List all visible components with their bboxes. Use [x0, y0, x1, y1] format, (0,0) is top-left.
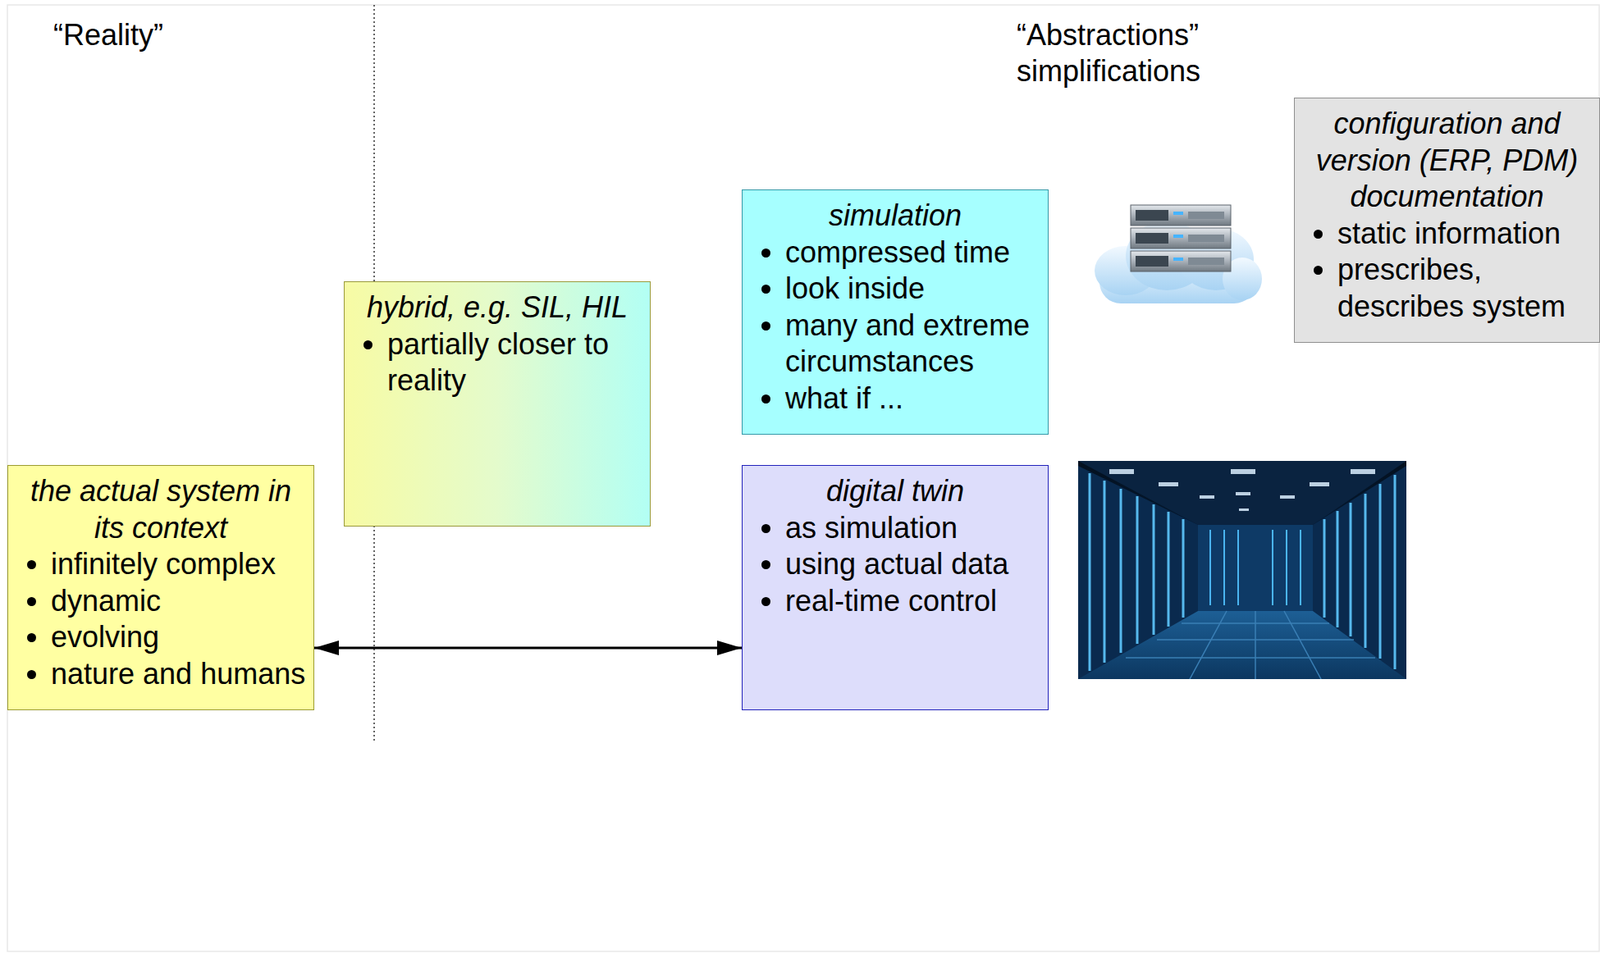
- floor-grid: [1125, 611, 1376, 680]
- rack-light: [1336, 511, 1340, 628]
- bullet-item: nature and humans: [50, 656, 309, 694]
- server-vent: [1188, 234, 1225, 243]
- bullet-item: real-time control: [785, 583, 1043, 621]
- system-box: the actual system in its contextinfinite…: [7, 465, 315, 711]
- floor-line: [1125, 657, 1376, 659]
- bullet-list: as simulationusing actual datareal-time …: [747, 510, 1043, 621]
- ceiling-light: [1350, 469, 1376, 475]
- floor-line: [1254, 611, 1257, 680]
- bullet-item: static information: [1337, 215, 1595, 253]
- bullet-item: many and extreme circumstances: [785, 307, 1043, 381]
- bullet-item: using actual data: [785, 546, 1043, 584]
- server-led: [1173, 211, 1184, 215]
- rack-light: [1120, 489, 1123, 654]
- server-unit: [1130, 251, 1231, 272]
- box-heading: simulation: [747, 197, 1043, 235]
- rack-light: [1394, 475, 1397, 670]
- bullet-item: evolving: [50, 619, 309, 657]
- rack-light: [1209, 530, 1212, 606]
- rack-light: [1271, 530, 1274, 606]
- free-label: “Reality”: [53, 17, 164, 54]
- ceiling-light: [1230, 469, 1256, 475]
- floor-line: [1189, 611, 1227, 680]
- server-led: [1173, 234, 1184, 238]
- data-center-photo: [1078, 461, 1407, 680]
- floor-line: [1284, 611, 1322, 680]
- ceiling-light: [1235, 492, 1251, 496]
- bullet-list: infinitely complexdynamicevolvingnature …: [13, 546, 309, 693]
- connector-group: [314, 648, 742, 650]
- hybrid-box: hybrid, e.g. SIL, HILpartially closer to…: [343, 281, 651, 527]
- rack-light: [1323, 519, 1326, 618]
- rack-light: [1299, 530, 1302, 606]
- page-frame: [7, 4, 1600, 952]
- bullet-item: as simulation: [785, 510, 1043, 548]
- bullet-item: compressed time: [785, 234, 1043, 272]
- rack-light: [1152, 504, 1156, 636]
- ceiling-light: [1280, 495, 1295, 499]
- server-unit: [1130, 205, 1231, 226]
- server-panel: [1135, 233, 1169, 244]
- server-vent: [1188, 257, 1225, 266]
- bullet-item: look inside: [785, 270, 1043, 308]
- box-heading: hybrid, e.g. SIL, HIL: [349, 289, 645, 327]
- free-label: “Abstractions” simplifications: [1016, 17, 1206, 89]
- server-led: [1173, 257, 1184, 261]
- connector-arrow: [314, 647, 742, 650]
- rack-light: [1088, 473, 1092, 672]
- rack-light: [1349, 502, 1353, 637]
- rack-light: [1364, 493, 1367, 649]
- ceiling-light: [1199, 495, 1215, 499]
- bullet-list: static informationprescribes, describes …: [1299, 215, 1595, 326]
- server-unit: [1130, 228, 1231, 249]
- bullet-item: dynamic: [50, 583, 309, 621]
- server-panel: [1135, 256, 1169, 267]
- rack-light: [1103, 480, 1107, 663]
- ceiling-light: [1109, 469, 1134, 475]
- ceiling-light: [1238, 508, 1249, 512]
- server-rack: [1130, 205, 1231, 272]
- bullet-list: compressed timelook insidemany and extre…: [747, 234, 1043, 418]
- simulation-box: simulationcompressed timelook insidemany…: [741, 189, 1049, 435]
- rack-light: [1379, 484, 1382, 659]
- box-heading: the actual system in its context: [13, 473, 309, 547]
- rack-light: [1285, 530, 1288, 606]
- back-wall: [1197, 525, 1313, 612]
- floor: [1078, 611, 1407, 680]
- back-racks: [1210, 530, 1301, 606]
- rack-light: [1136, 496, 1139, 645]
- server-panel: [1135, 210, 1169, 221]
- bullet-item: infinitely complex: [50, 546, 309, 584]
- digital-twin-box: digital twinas simulationusing actual da…: [741, 465, 1049, 711]
- documentation-box: configuration and version (ERP, PDM) doc…: [1293, 97, 1600, 343]
- ceiling-light: [1309, 482, 1330, 487]
- bullet-list: partially closer to reality: [349, 326, 645, 400]
- server-vent: [1188, 211, 1225, 220]
- bullet-item: partially closer to reality: [387, 326, 645, 400]
- rack-light: [1167, 512, 1171, 627]
- rack-light: [1182, 519, 1185, 618]
- rack-light: [1223, 530, 1226, 606]
- box-heading: digital twin: [747, 473, 1043, 511]
- ceiling-light: [1158, 482, 1179, 487]
- cloud-server-icon: [1094, 205, 1262, 304]
- bullet-item: prescribes, describes system: [1337, 251, 1595, 325]
- bullet-item: what if ...: [785, 380, 1043, 418]
- photo-ground: [1078, 461, 1407, 680]
- box-heading: configuration and version (ERP, PDM) doc…: [1299, 105, 1595, 216]
- rack-light: [1237, 530, 1239, 606]
